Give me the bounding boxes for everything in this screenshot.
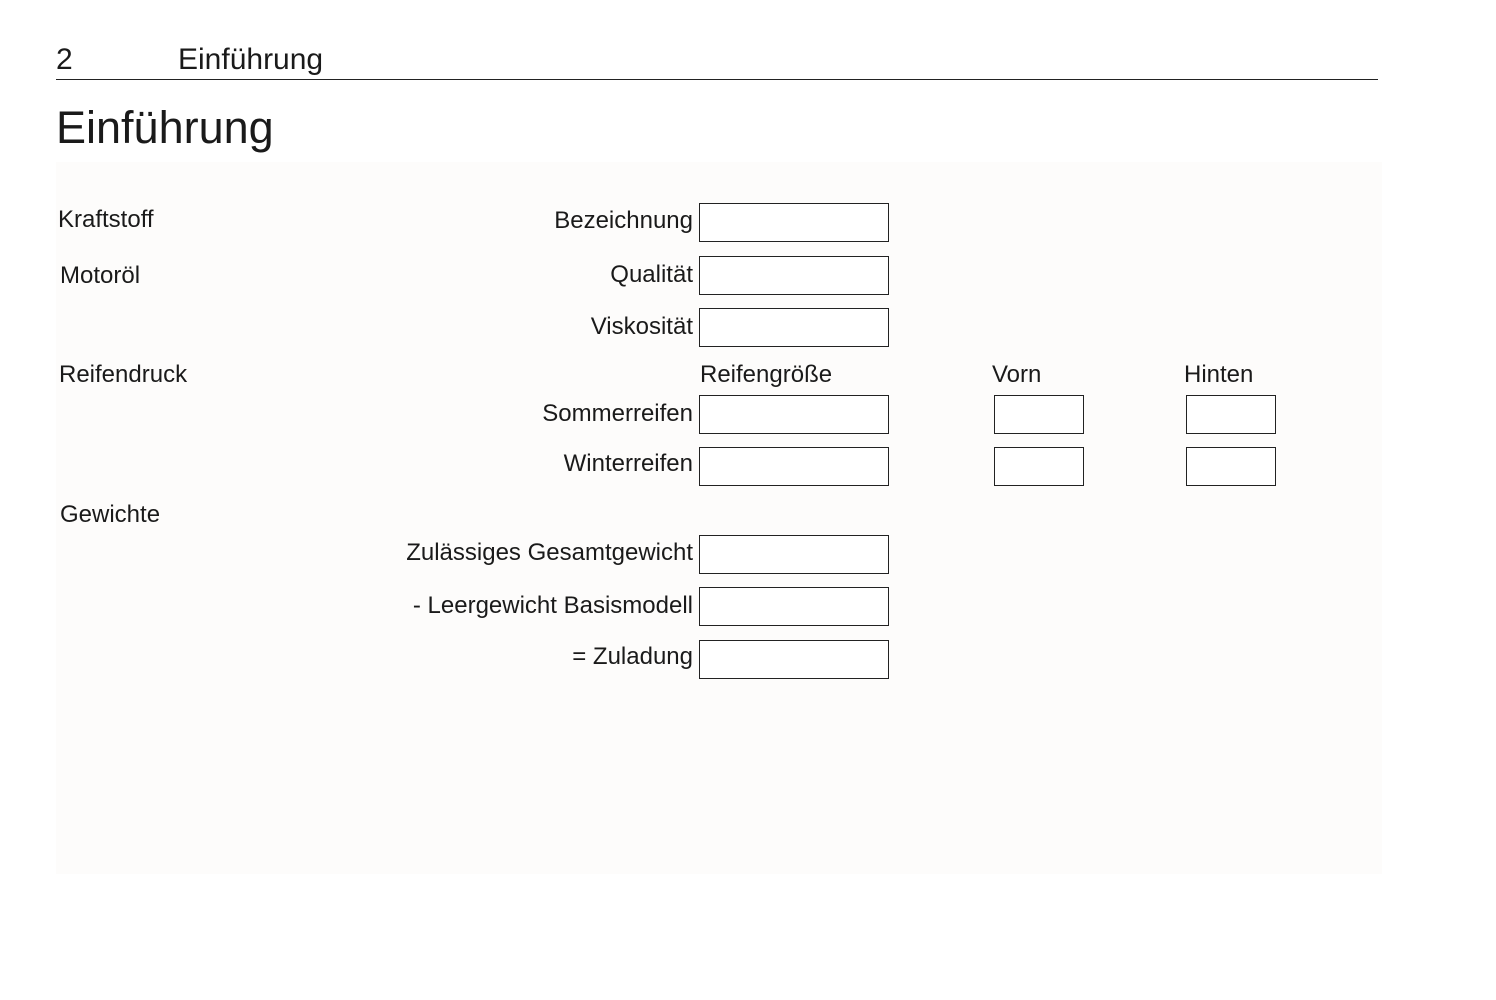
zuladung-field[interactable]: [699, 640, 889, 679]
winterreifen-size-field[interactable]: [699, 447, 889, 486]
column-header-vorn: Vorn: [992, 361, 1042, 388]
qualitaet-field[interactable]: [699, 256, 889, 295]
section-label-kraftstoff: Kraftstoff: [58, 206, 154, 233]
field-label-viskositaet: Viskosität: [590, 313, 693, 340]
field-label-leergewicht: - Leergewicht Basismodell: [412, 592, 693, 619]
running-header: 2 Einführung: [56, 42, 1378, 80]
sommerreifen-size-field[interactable]: [699, 395, 889, 434]
page-title: Einführung: [56, 102, 274, 153]
field-label-qualitaet: Qualität: [610, 261, 693, 288]
field-label-zuladung: = Zuladung: [572, 643, 693, 670]
field-label-bezeichnung: Bezeichnung: [554, 207, 693, 234]
section-label-reifendruck: Reifendruck: [59, 361, 188, 388]
leergewicht-field[interactable]: [699, 587, 889, 626]
page-number: 2: [56, 43, 73, 76]
row-label-sommerreifen: Sommerreifen: [542, 400, 693, 427]
sommerreifen-front-field[interactable]: [994, 395, 1084, 434]
vehicle-data-form: Kraftstoff Bezeichnung Motoröl Qualität …: [56, 162, 1382, 874]
gesamtgewicht-field[interactable]: [699, 535, 889, 574]
section-label-motoroel: Motoröl: [60, 262, 141, 289]
column-header-hinten: Hinten: [1184, 361, 1254, 388]
winterreifen-front-field[interactable]: [994, 447, 1084, 486]
winterreifen-rear-field[interactable]: [1186, 447, 1276, 486]
sommerreifen-rear-field[interactable]: [1186, 395, 1276, 434]
bezeichnung-field[interactable]: [699, 203, 889, 242]
field-label-gesamtgewicht: Zulässiges Gesamtgewicht: [406, 539, 693, 566]
row-label-winterreifen: Winterreifen: [563, 450, 693, 477]
running-header-title: Einführung: [178, 43, 324, 76]
column-header-reifengroesse: Reifengröße: [700, 361, 833, 388]
section-label-gewichte: Gewichte: [60, 501, 161, 528]
viskositaet-field[interactable]: [699, 308, 889, 347]
